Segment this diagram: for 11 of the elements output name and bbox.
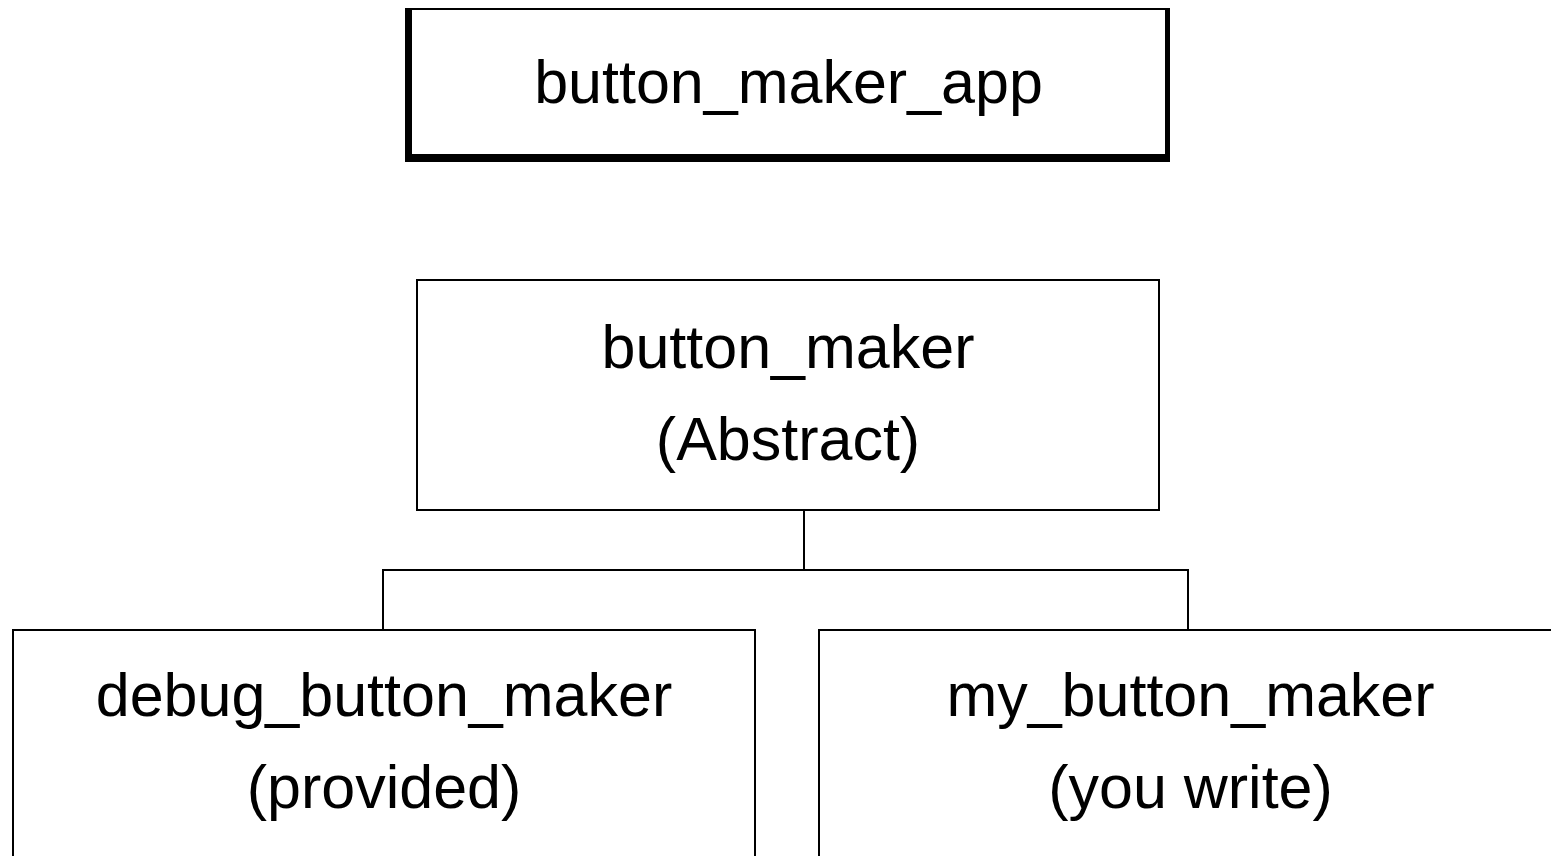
class-box [416, 279, 1160, 511]
class-name: button_maker [601, 312, 975, 383]
class-box [818, 629, 1551, 856]
class-box [12, 629, 756, 856]
class-name: debug_button_maker [95, 660, 673, 731]
app-class-box [405, 8, 1170, 162]
class-name: my_button_maker [946, 660, 1435, 731]
class-note: (you write) [1048, 752, 1333, 823]
class-note: (Abstract) [655, 404, 921, 475]
class-name: button_maker_app [534, 47, 1043, 118]
class-note: (provided) [246, 752, 522, 823]
